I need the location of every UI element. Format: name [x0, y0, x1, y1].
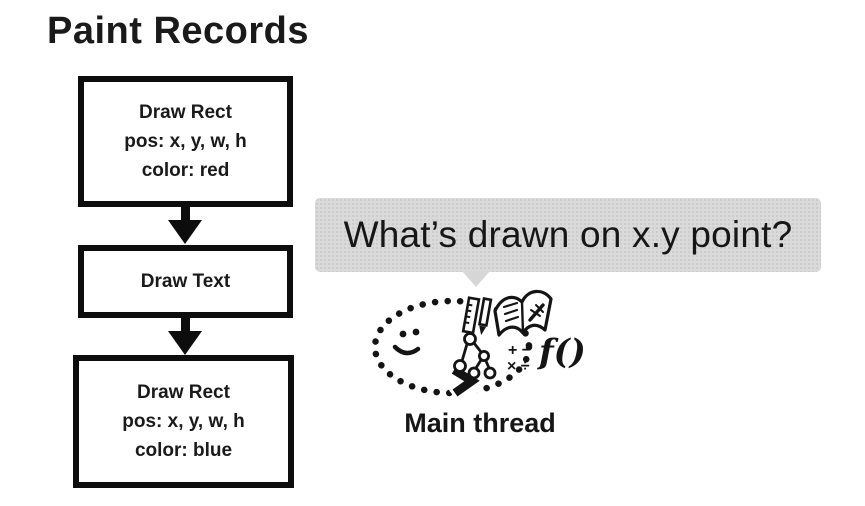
chevron-arrow-icon — [451, 366, 480, 397]
function-icon: f() — [537, 332, 586, 372]
main-thread-label: Main thread — [404, 408, 556, 438]
down-arrow-icon — [168, 207, 202, 244]
open-book-icon — [493, 289, 553, 337]
down-arrow-icon — [168, 318, 202, 355]
box-line: pos: x, y, w, h — [122, 411, 245, 432]
box-line: Draw Text — [140, 271, 231, 292]
box-line: color: red — [141, 160, 230, 181]
box-line: Draw Rect — [137, 382, 230, 403]
main-thread-illustration: + − × ÷ f() — [371, 289, 586, 399]
pencil-icon — [477, 297, 493, 336]
ruler-icon — [461, 296, 481, 335]
flow-box-draw-rect-blue: Draw Rect pos: x, y, w, h color: blue — [73, 355, 294, 488]
speech-bubble-tail — [462, 271, 490, 287]
svg-text:× ÷: × ÷ — [507, 358, 530, 375]
svg-text:+ −: + − — [508, 342, 531, 359]
math-symbols-icon: + − × ÷ — [507, 342, 531, 375]
flow-box-draw-rect-red: Draw Rect pos: x, y, w, h color: red — [78, 76, 293, 207]
tree-diagram-icon — [453, 332, 497, 380]
box-line: Draw Rect — [139, 102, 232, 123]
box-line: pos: x, y, w, h — [124, 131, 247, 152]
flow-box-draw-text: Draw Text — [78, 245, 293, 318]
page-title: Paint Records — [47, 10, 310, 52]
box-line: color: blue — [134, 440, 233, 461]
speech-bubble: What’s drawn on x.y point? — [315, 198, 821, 272]
smiley-face-icon — [392, 328, 421, 356]
speech-bubble-text: What’s drawn on x.y point? — [343, 214, 793, 255]
